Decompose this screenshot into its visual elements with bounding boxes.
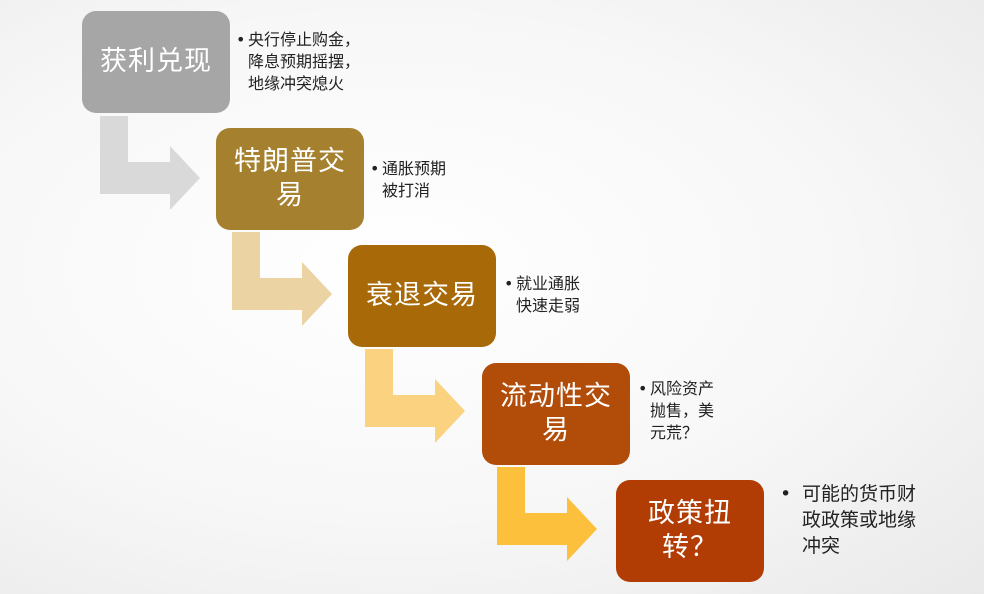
connector-arrow-2 (232, 232, 332, 326)
bullet-marker: • (504, 274, 514, 293)
step-note-text-profit-taking: 央行停止购金， 降息预期摇摆， 地缘冲突熄火 (248, 30, 361, 93)
step-note-liquidity-trade: • 风险资产 抛售，美 元荒？ (638, 378, 748, 444)
step-box-policy-reversal: 政策扭转？ (616, 480, 764, 582)
step-label-recession-trade: 衰退交易 (366, 280, 478, 311)
step-note-trump-trade: • 通胀预期 被打消 (370, 158, 480, 202)
step-note-text-recession-trade: 就业通胀 快速走弱 (516, 274, 581, 315)
step-label-liquidity-trade: 流动性交易 (500, 381, 612, 446)
step-box-liquidity-trade: 流动性交易 (482, 363, 630, 465)
step-note-text-liquidity-trade: 风险资产 抛售，美 元荒？ (650, 379, 715, 442)
step-label-trump-trade: 特朗普交易 (234, 146, 346, 211)
bullet-marker: • (236, 30, 246, 49)
connector-arrow-3 (365, 349, 465, 443)
step-note-text-policy-reversal: 可能的货币财 政政策或地缘 冲突 (802, 483, 917, 557)
step-note-policy-reversal: • 可能的货币财 政政策或地缘 冲突 (780, 481, 960, 559)
bullet-marker: • (638, 379, 648, 398)
step-box-profit-taking: 获利兑现 (82, 11, 230, 113)
step-label-policy-reversal: 政策扭转？ (648, 498, 732, 563)
step-note-profit-taking: • 央行停止购金， 降息预期摇摆， 地缘冲突熄火 (236, 29, 386, 95)
step-note-recession-trade: • 就业通胀 快速走弱 (504, 273, 614, 317)
bullet-marker: • (370, 159, 380, 178)
step-note-text-trump-trade: 通胀预期 被打消 (382, 159, 447, 200)
connector-arrow-1 (100, 116, 200, 210)
step-box-recession-trade: 衰退交易 (348, 245, 496, 347)
step-label-profit-taking: 获利兑现 (100, 46, 212, 77)
connector-arrow-4 (497, 467, 597, 561)
bullet-marker: • (780, 483, 792, 505)
step-box-trump-trade: 特朗普交易 (216, 128, 364, 230)
